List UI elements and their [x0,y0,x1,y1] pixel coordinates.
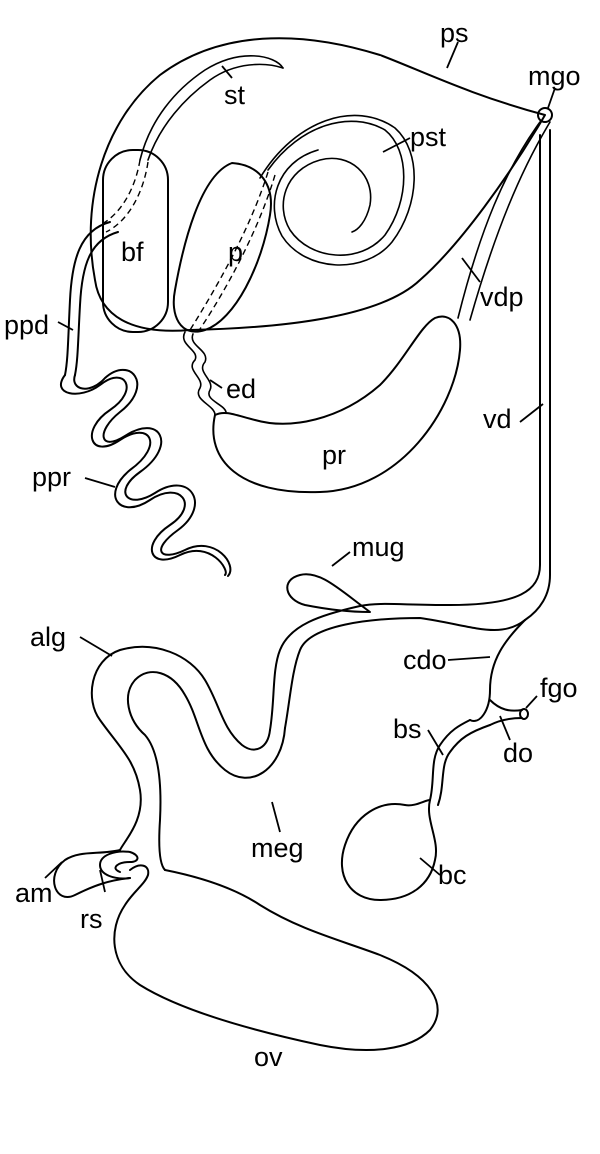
leader-bc [419,857,441,876]
label-bc: bc [438,860,467,890]
leader-vdp [461,257,481,283]
label-vd: vd [483,404,512,434]
leader-do [499,715,511,741]
female-genital-opening [519,708,529,720]
leader-ppr [84,477,116,488]
prostate-duct-2 [74,231,119,376]
stylet [139,55,284,161]
prostate-sheath [89,37,546,332]
stylet-inner [147,63,284,161]
bursa-stalk [429,719,471,801]
organ-bf [102,149,169,333]
label-pr: pr [322,440,346,470]
leader-mgo [547,87,556,109]
penial-duct-dashed [189,171,269,331]
leader-ps [446,41,459,69]
leader-cdo [447,656,491,661]
penis-stylet-spiral-inner [259,114,415,266]
prostate-duct [64,221,111,376]
label-ps: ps [440,18,469,48]
penis-stylet-spiral [267,120,405,256]
organ-ppr [60,374,227,576]
label-ppr: ppr [32,462,71,492]
leader-st [221,65,233,79]
vas-deferens-proximal [457,121,541,319]
organ-alg-meg [90,645,271,851]
label-p: p [228,237,243,267]
leader-rs [99,869,106,893]
penial-duct-dashed-2 [197,174,276,333]
label-do: do [503,738,533,768]
female-duct [489,699,523,712]
leader-ed [209,379,223,389]
organ-penis [172,162,272,333]
label-ed: ed [226,374,256,404]
stylet-dashed [99,159,141,226]
label-cdo: cdo [403,645,447,675]
leader-bs [427,729,444,756]
label-am: am [15,878,53,908]
label-mgo: mgo [528,61,581,91]
leader-fgo [525,695,538,709]
label-rs: rs [80,904,103,934]
leader-pst [382,137,411,153]
leader-mug [331,551,351,567]
label-fgo: fgo [540,673,578,703]
label-vdp: vdp [480,282,524,312]
label-bs: bs [393,714,422,744]
organ-pr [212,315,462,494]
leader-ppd [57,321,74,331]
label-pst: pst [410,122,447,152]
organ-ov [113,864,439,1051]
leader-am [44,861,63,879]
label-st: st [224,80,246,110]
leader-meg [271,801,281,833]
organ-rs [99,850,139,880]
leader-vd [519,403,544,423]
label-ov: ov [254,1042,283,1072]
organ-am [53,849,131,898]
ejaculatory-duct-2 [191,333,227,413]
bursa-stalk-2 [437,724,491,806]
organ-alg-meg-2 [127,671,286,871]
leader-alg [79,636,113,657]
stylet-dashed-2 [105,161,149,233]
genital-atrium-2 [284,617,526,729]
vas-deferens-2 [524,129,551,621]
label-alg: alg [30,622,66,652]
label-meg: meg [251,833,304,863]
label-ppd: ppd [4,310,49,340]
male-genital-opening [537,107,553,123]
label-mug: mug [352,532,405,562]
ejaculatory-duct [182,331,216,416]
genital-atrium [269,605,361,731]
vas-deferens [359,134,541,607]
organ-bc [340,799,437,901]
female-duct-2 [489,717,523,726]
organ-cdo [469,619,526,722]
label-bf: bf [121,237,144,267]
organ-ppr-2 [73,368,232,577]
